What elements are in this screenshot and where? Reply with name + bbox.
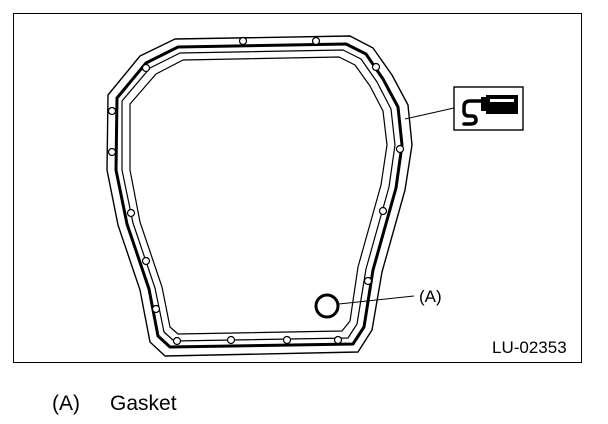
legend-key-a: (A): [52, 392, 80, 415]
bolt-hole: [107, 106, 117, 116]
bolt-hole: [126, 208, 136, 218]
callout-a-label: (A): [419, 287, 442, 306]
bolt-hole: [141, 63, 151, 73]
oil-pan-outer-outline: [106, 35, 413, 357]
bolt-hole: [378, 206, 388, 216]
bolt-hole: [172, 336, 182, 346]
bolt-hole: [141, 256, 151, 266]
bolt-hole: [107, 147, 117, 157]
legend: (A) Gasket: [52, 393, 177, 414]
figure-id-label: LU-02353: [492, 338, 567, 357]
callout-a-leader: [338, 295, 415, 305]
oil-pan-inner-outline: [129, 56, 388, 335]
bolt-holes: [107, 36, 405, 346]
bolt-hole: [238, 36, 248, 46]
bolt-hole: [151, 304, 161, 314]
bolt-hole: [226, 335, 236, 345]
bolt-hole: [371, 62, 381, 72]
legend-label-gasket: Gasket: [110, 392, 177, 415]
sealant-leader: [404, 107, 455, 120]
bolt-hole: [311, 36, 321, 46]
bolt-hole: [395, 144, 405, 154]
drain-plug-gasket: [314, 293, 340, 319]
gasket-bead-inner: [121, 49, 396, 342]
liquid-gasket-sealant-icon: [453, 86, 524, 131]
figure-frame: [13, 13, 582, 363]
bolt-hole: [282, 335, 292, 345]
bolt-hole: [333, 335, 343, 345]
bolt-hole: [363, 276, 373, 286]
